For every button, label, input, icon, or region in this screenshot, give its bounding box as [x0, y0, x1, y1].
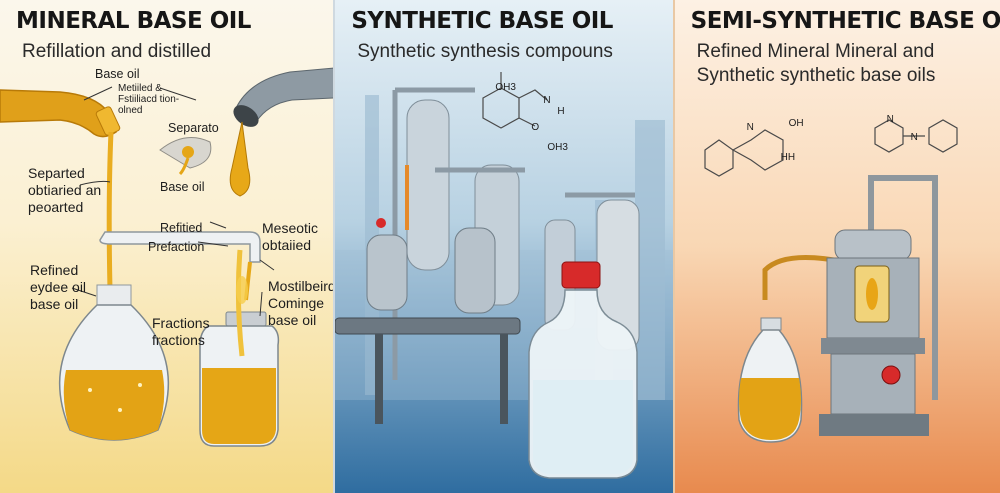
label-separated: Separted obtiaried an peoarted — [28, 165, 102, 215]
glass-flask-icon — [737, 317, 802, 443]
semi-synthetic-subtitle: Refined Mineral Mineral and Synthetic sy… — [696, 41, 936, 86]
molecule-h: H — [557, 106, 565, 117]
molecule-n-c: N — [910, 132, 918, 143]
oil-bottle-icon — [0, 89, 121, 291]
semi-synthetic-title: SEMI-SYNTHETIC BASE OIL — [690, 8, 1000, 34]
molecule-o: O — [531, 122, 540, 133]
label-base-oil-mid: Base oil — [160, 180, 205, 194]
reactor-icon — [818, 229, 929, 436]
metal-spout-icon — [229, 67, 334, 197]
label-refined-eydee: Refined eydee oil base oil — [30, 262, 87, 312]
label-separato: Separato — [168, 121, 219, 135]
mineral-illustration — [0, 67, 334, 447]
right-jar-icon — [199, 249, 280, 447]
pipes-icon — [867, 175, 938, 400]
molecule-oh3-a: OH3 — [495, 82, 516, 93]
platform-pipe-icon — [335, 317, 521, 335]
synthetic-illustration — [335, 72, 673, 479]
molecule-n-a: N — [746, 122, 754, 133]
molecule-icon — [482, 72, 548, 129]
synthetic-subtitle: Synthetic synthesis compouns — [357, 41, 613, 62]
molecule-oh: OH — [788, 118, 804, 129]
mineral-panel: MINERAL BASE OIL Refillation and distill… — [0, 0, 334, 493]
label-refitied: Refitied — [160, 221, 203, 235]
semi-synthetic-panel: SEMI-SYNTHETIC BASE OIL Refined Mineral … — [674, 0, 1000, 493]
label-mostilbeird: Mostilbeird Cominge base oil — [268, 278, 334, 328]
label-base-oil-top: Base oil — [95, 67, 140, 81]
label-metitled: Metiiled & Fstiiliacd tion- olned — [118, 83, 180, 116]
molecule-n: N — [543, 95, 551, 106]
storage-tank-icon — [406, 99, 640, 351]
label-prefaction: Prefaction — [148, 240, 205, 254]
synthetic-title: SYNTHETIC BASE OIL — [351, 8, 613, 34]
molecule-n-b: N — [886, 114, 894, 125]
separator-disc-icon — [159, 137, 212, 176]
glass-bottle-icon — [528, 261, 639, 479]
synthetic-panel: SYNTHETIC BASE OIL Synthetic synthesis c… — [333, 0, 675, 493]
molecule-hh: HH — [780, 152, 796, 163]
semi-synthetic-illustration — [704, 119, 958, 443]
mineral-title: MINERAL BASE OIL — [16, 8, 251, 34]
label-mesecotic: Meseotic obtaiied — [262, 220, 319, 253]
label-fractions: Fractions fractions — [152, 315, 210, 348]
reactor-icon — [366, 218, 496, 314]
molecule-icon — [704, 119, 958, 177]
molecule-oh3-b: OH3 — [547, 142, 568, 153]
mineral-subtitle: Refillation and distilled — [22, 41, 212, 62]
left-flask-icon — [59, 284, 169, 441]
